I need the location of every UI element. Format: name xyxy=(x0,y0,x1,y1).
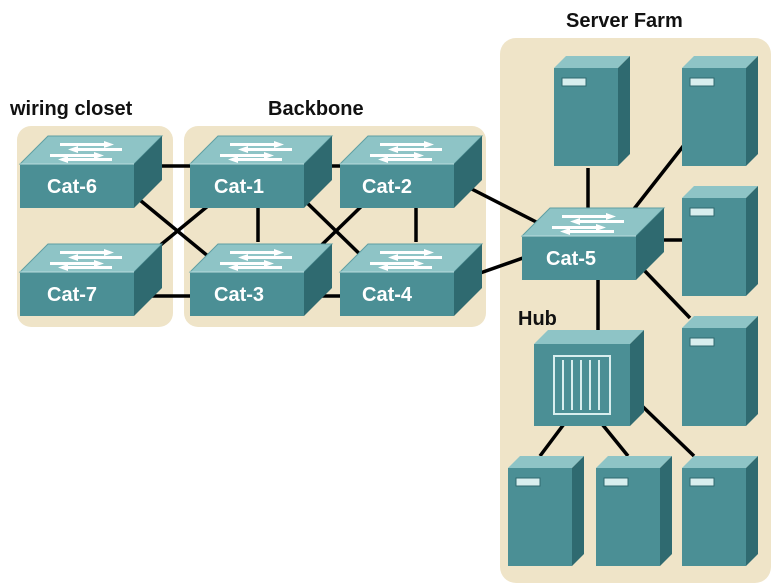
server-e xyxy=(507,455,585,567)
switch-cat3: Cat-3 xyxy=(189,243,333,317)
hub-icon xyxy=(534,330,644,426)
server-farm-panel xyxy=(500,38,771,583)
link-cat5-server-d xyxy=(640,266,692,320)
server-icon xyxy=(681,315,759,427)
server-farm-label: Server Farm xyxy=(566,10,683,32)
switch-label-cat1: Cat-1 xyxy=(214,176,264,198)
server-icon xyxy=(553,55,631,167)
switch-cat1: Cat-1 xyxy=(189,135,333,209)
switch-label-cat2: Cat-2 xyxy=(362,176,412,198)
switch-cat4: Cat-4 xyxy=(339,243,483,317)
link-hub-server-f xyxy=(600,422,630,458)
switch-label-cat5: Cat-5 xyxy=(546,248,596,270)
switch-label-cat4: Cat-4 xyxy=(362,284,413,306)
server-icon xyxy=(507,455,585,567)
wiring-closet-label: wiring closet xyxy=(9,98,133,120)
switch-label-cat3: Cat-3 xyxy=(214,284,264,306)
link-hub-server-e xyxy=(538,422,566,458)
link-hub-server-g xyxy=(638,402,696,458)
switch-cat6: Cat-6 xyxy=(19,135,163,209)
server-icon xyxy=(681,455,759,567)
server-d xyxy=(681,315,759,427)
switch-cat7: Cat-7 xyxy=(19,243,163,317)
hub-device xyxy=(534,330,644,426)
backbone-label: Backbone xyxy=(268,98,364,120)
hub-label: Hub xyxy=(518,308,557,330)
link-cat5-server-b xyxy=(628,138,690,216)
server-c xyxy=(681,185,759,297)
link-cat2-cat5 xyxy=(457,180,549,230)
server-a xyxy=(553,55,631,167)
switch-cat2: Cat-2 xyxy=(339,135,483,209)
server-icon xyxy=(681,55,759,167)
switch-label-cat6: Cat-6 xyxy=(47,176,97,198)
server-g xyxy=(681,455,759,567)
server-f xyxy=(595,455,673,567)
server-icon xyxy=(681,185,759,297)
switch-cat5: Cat-5 xyxy=(521,207,665,281)
server-icon xyxy=(595,455,673,567)
switch-label-cat7: Cat-7 xyxy=(47,284,97,306)
server-b xyxy=(681,55,759,167)
